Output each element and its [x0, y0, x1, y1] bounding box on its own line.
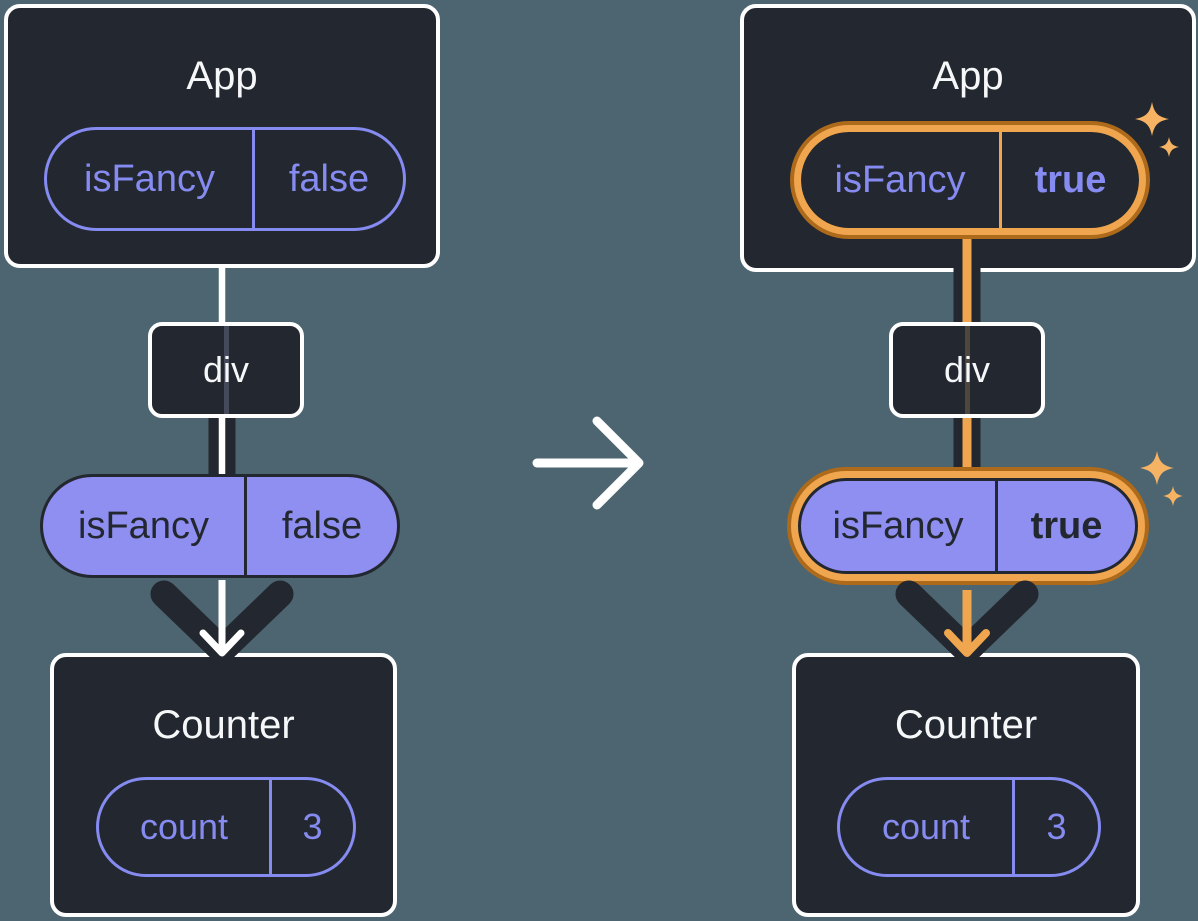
- after-counter-title: Counter: [894, 703, 1038, 747]
- before-app-state-pill: isFancy false: [44, 127, 406, 231]
- prop-name: isFancy: [801, 481, 998, 571]
- state-name: count: [99, 780, 272, 874]
- transition-right-arrow-icon: [532, 416, 644, 510]
- prop-name: isFancy: [43, 477, 247, 575]
- div-label: div: [202, 349, 250, 390]
- before-app-title: App: [186, 54, 258, 98]
- state-value: 3: [1046, 806, 1067, 847]
- state-value: 3: [302, 806, 323, 847]
- state-value: false: [288, 157, 370, 200]
- after-app-card: App isFancy true: [740, 4, 1196, 272]
- prop-value: true: [1030, 504, 1103, 547]
- before-counter-title: Counter: [152, 703, 295, 747]
- after-app-state-pill-highlighted: isFancy true: [801, 132, 1139, 228]
- after-counter-card: Counter count 3: [792, 653, 1140, 917]
- after-counter-state-pill: count 3: [837, 777, 1101, 877]
- prop-value: false: [281, 504, 363, 547]
- state-thread-line: [964, 326, 970, 414]
- before-counter-state-pill: count 3: [96, 777, 356, 877]
- div-label: div: [943, 349, 991, 390]
- state-thread-line: [223, 326, 229, 414]
- before-div-node: div: [148, 322, 304, 418]
- before-prop-pill: isFancy false: [40, 474, 400, 578]
- after-app-title: App: [932, 54, 1004, 98]
- after-prop-pill-highlighted: isFancy true: [798, 478, 1138, 574]
- before-counter-card: Counter count 3: [50, 653, 397, 917]
- state-name: count: [840, 780, 1015, 874]
- after-prop-sparkles-icon: [1140, 451, 1183, 506]
- before-down-arrow-icon: [150, 580, 294, 664]
- after-down-arrow-icon: [895, 580, 1039, 664]
- state-name: isFancy: [47, 130, 255, 228]
- after-div-node: div: [889, 322, 1045, 418]
- before-app-card: App isFancy false: [4, 4, 440, 268]
- state-value: true: [1034, 158, 1107, 201]
- state-name: isFancy: [801, 132, 1002, 228]
